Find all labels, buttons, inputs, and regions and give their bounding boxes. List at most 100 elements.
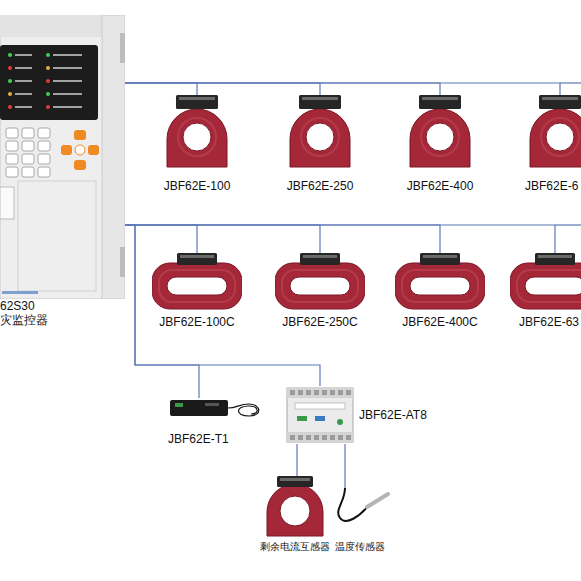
bus-extension [560,82,581,83]
status-led [46,66,50,70]
led-legend [15,80,32,82]
clamp-highlight [180,255,214,258]
led-legend [15,106,32,108]
bus-wire [344,444,345,488]
node-outline [395,95,485,179]
terminal-screw [330,390,335,395]
node-outline [395,253,485,315]
terminal-screw [290,390,295,395]
ring-shade [178,118,216,156]
part-label: JBF62E-100C [152,315,242,329]
cabinet-hinge [102,15,125,299]
terminal-strip [287,388,353,398]
part-label: 剩余电流互感器 [255,540,335,554]
sensor-module: JBF62E-T1 [165,398,265,448]
led-legend [53,93,82,95]
bus-wire [125,225,197,253]
status-led [8,92,12,96]
caption-group: JBF62E-T1 [165,432,265,446]
label-plate [295,403,345,409]
terminal-screw [298,435,303,440]
keypad-key [38,154,50,164]
cabinet-latch [120,247,125,277]
transformer-ring [530,109,581,167]
clamp-housing [539,95,581,109]
sensor-cable [228,404,259,416]
cabinet-latch [120,33,125,63]
keypad-key [22,154,34,164]
transformer-ring [410,109,470,167]
nav-key [74,160,86,170]
transformer-oval [395,263,485,309]
terminal-screw [330,435,335,440]
part-label: 温度传感器 [330,540,390,554]
bus-wire [125,225,320,253]
part-label: JBF62E-AT8 [355,408,427,422]
transformer-ring [167,109,227,167]
clamp-housing [420,253,460,265]
nav-key [88,145,99,155]
bus-wire [125,83,560,95]
cabinet-header [0,15,102,37]
clamp-highlight [538,255,572,258]
part-label: JBF62E-250 [275,179,365,193]
display-panel [0,45,98,120]
keypad-key [22,141,34,151]
node-outline [275,95,365,179]
part-label: JBF62E-400 [395,179,485,193]
node-outline [165,398,265,432]
status-led [46,79,50,83]
clamp-housing [176,95,218,109]
status-led [8,66,12,70]
caption-group: JBF62E-100C [152,315,242,329]
ring-transformer: JBF62E-100 [152,95,242,195]
led-legend [15,54,32,56]
keypad-key [6,154,18,164]
clamp-housing [277,476,313,487]
node-outline [152,253,242,315]
status-led [8,79,12,83]
led-legend [53,67,82,69]
node-outline [515,95,581,179]
terminal-screw [306,435,311,440]
status-led [46,105,50,109]
sensor-cable [338,488,368,521]
keypad-key [6,141,18,151]
brand-logo [337,419,343,425]
transformer-oval [152,263,242,309]
bus-wire [125,225,440,253]
nav-key [61,145,72,155]
keypad-key [6,167,18,177]
node-outline [285,386,355,444]
ring-transformer: JBF62E-400 [395,95,485,195]
part-label: 62S30 [0,299,125,313]
indicator [315,416,325,421]
part-label: JBF62E-T1 [165,432,265,446]
module-terminal [205,403,219,406]
oval-shade [159,270,235,302]
node-outline [152,95,242,179]
oval-shade [517,270,581,302]
transformer-oval [275,263,365,309]
terminal-strip [287,432,353,442]
status-led [46,92,50,96]
oval-transformer: JBF62E-400C [395,253,485,331]
led-legend [53,54,82,56]
transformer-oval [510,263,581,309]
bus-wire [125,83,440,95]
part-label: 灾监控器 [0,313,125,327]
node-outline [275,253,365,315]
oval-shade [402,270,478,302]
clamp-housing [535,253,575,265]
keypad-key [38,141,50,151]
clamp-housing [300,253,340,265]
oval-transformer: JBF62E-63 [510,253,581,331]
clamp-highlight [280,478,310,481]
caption-group: JBF62E-6 [515,179,581,193]
transformer-ring [267,484,323,536]
caption-group: 62S30灾监控器 [0,299,125,327]
keypad-key [22,128,34,138]
clamp-highlight [179,97,215,100]
terminal-screw [314,390,319,395]
terminal-screw [338,435,343,440]
